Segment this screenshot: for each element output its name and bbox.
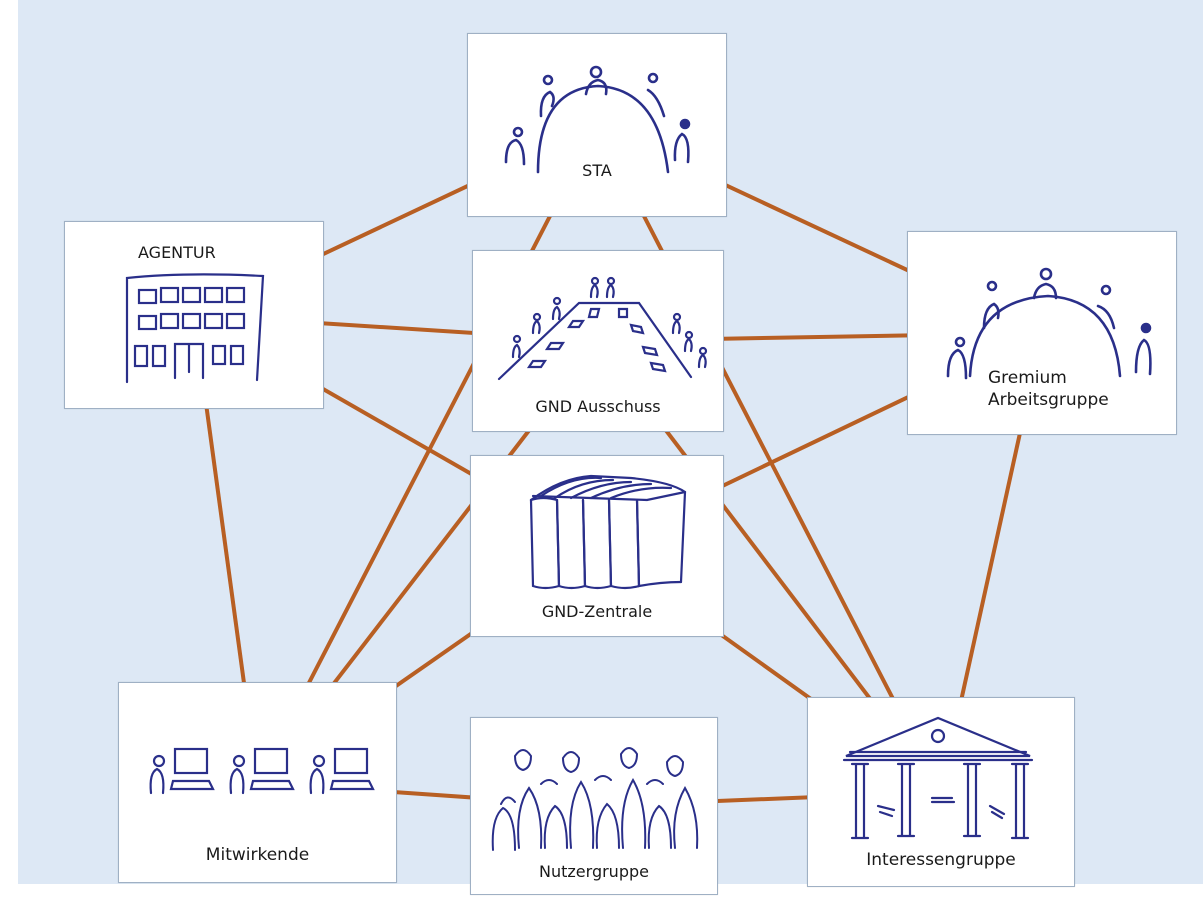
link-sta-interessen [595, 124, 943, 793]
node-interessengruppe-label: Interessengruppe [866, 850, 1016, 870]
node-mitwirkende-label: Mitwirkende [205, 845, 310, 865]
node-gremium-label-line2: Arbeitsgruppe [988, 390, 1109, 410]
link-sta-mitwirkende [255, 124, 599, 784]
crowd-icon [491, 747, 699, 851]
node-mitwirkende: Mitwirkende [118, 682, 397, 883]
computer-workstations-icon [149, 747, 375, 795]
node-gnd-ausschuss: GND Ausschuss [472, 250, 724, 432]
books-icon [529, 474, 687, 590]
node-agentur: AGENTUR [64, 221, 324, 409]
node-gremium-arbeitsgruppe: Gremium Arbeitsgruppe [907, 231, 1177, 435]
node-nutzergruppe-label: Nutzergruppe [539, 862, 649, 881]
conference-table-icon [497, 276, 708, 381]
node-gremium-label-line1: Gremium [988, 368, 1067, 388]
node-gnd-ausschuss-label: GND Ausschuss [535, 397, 661, 416]
node-nutzergruppe: Nutzergruppe [470, 717, 718, 895]
node-gnd-zentrale: GND-Zentrale [470, 455, 724, 637]
node-interessengruppe: Interessengruppe [807, 697, 1075, 887]
node-gnd-zentrale-label: GND-Zentrale [541, 602, 653, 621]
office-building-icon [125, 273, 265, 384]
node-sta: STA [467, 33, 727, 217]
node-agentur-label: AGENTUR [138, 243, 216, 262]
diagram-canvas: STA AGENTUR [18, 0, 1203, 895]
round-table-icon [946, 267, 1152, 380]
round-table-icon [504, 65, 691, 174]
node-sta-label: STA [582, 161, 612, 180]
temple-icon [842, 716, 1034, 840]
